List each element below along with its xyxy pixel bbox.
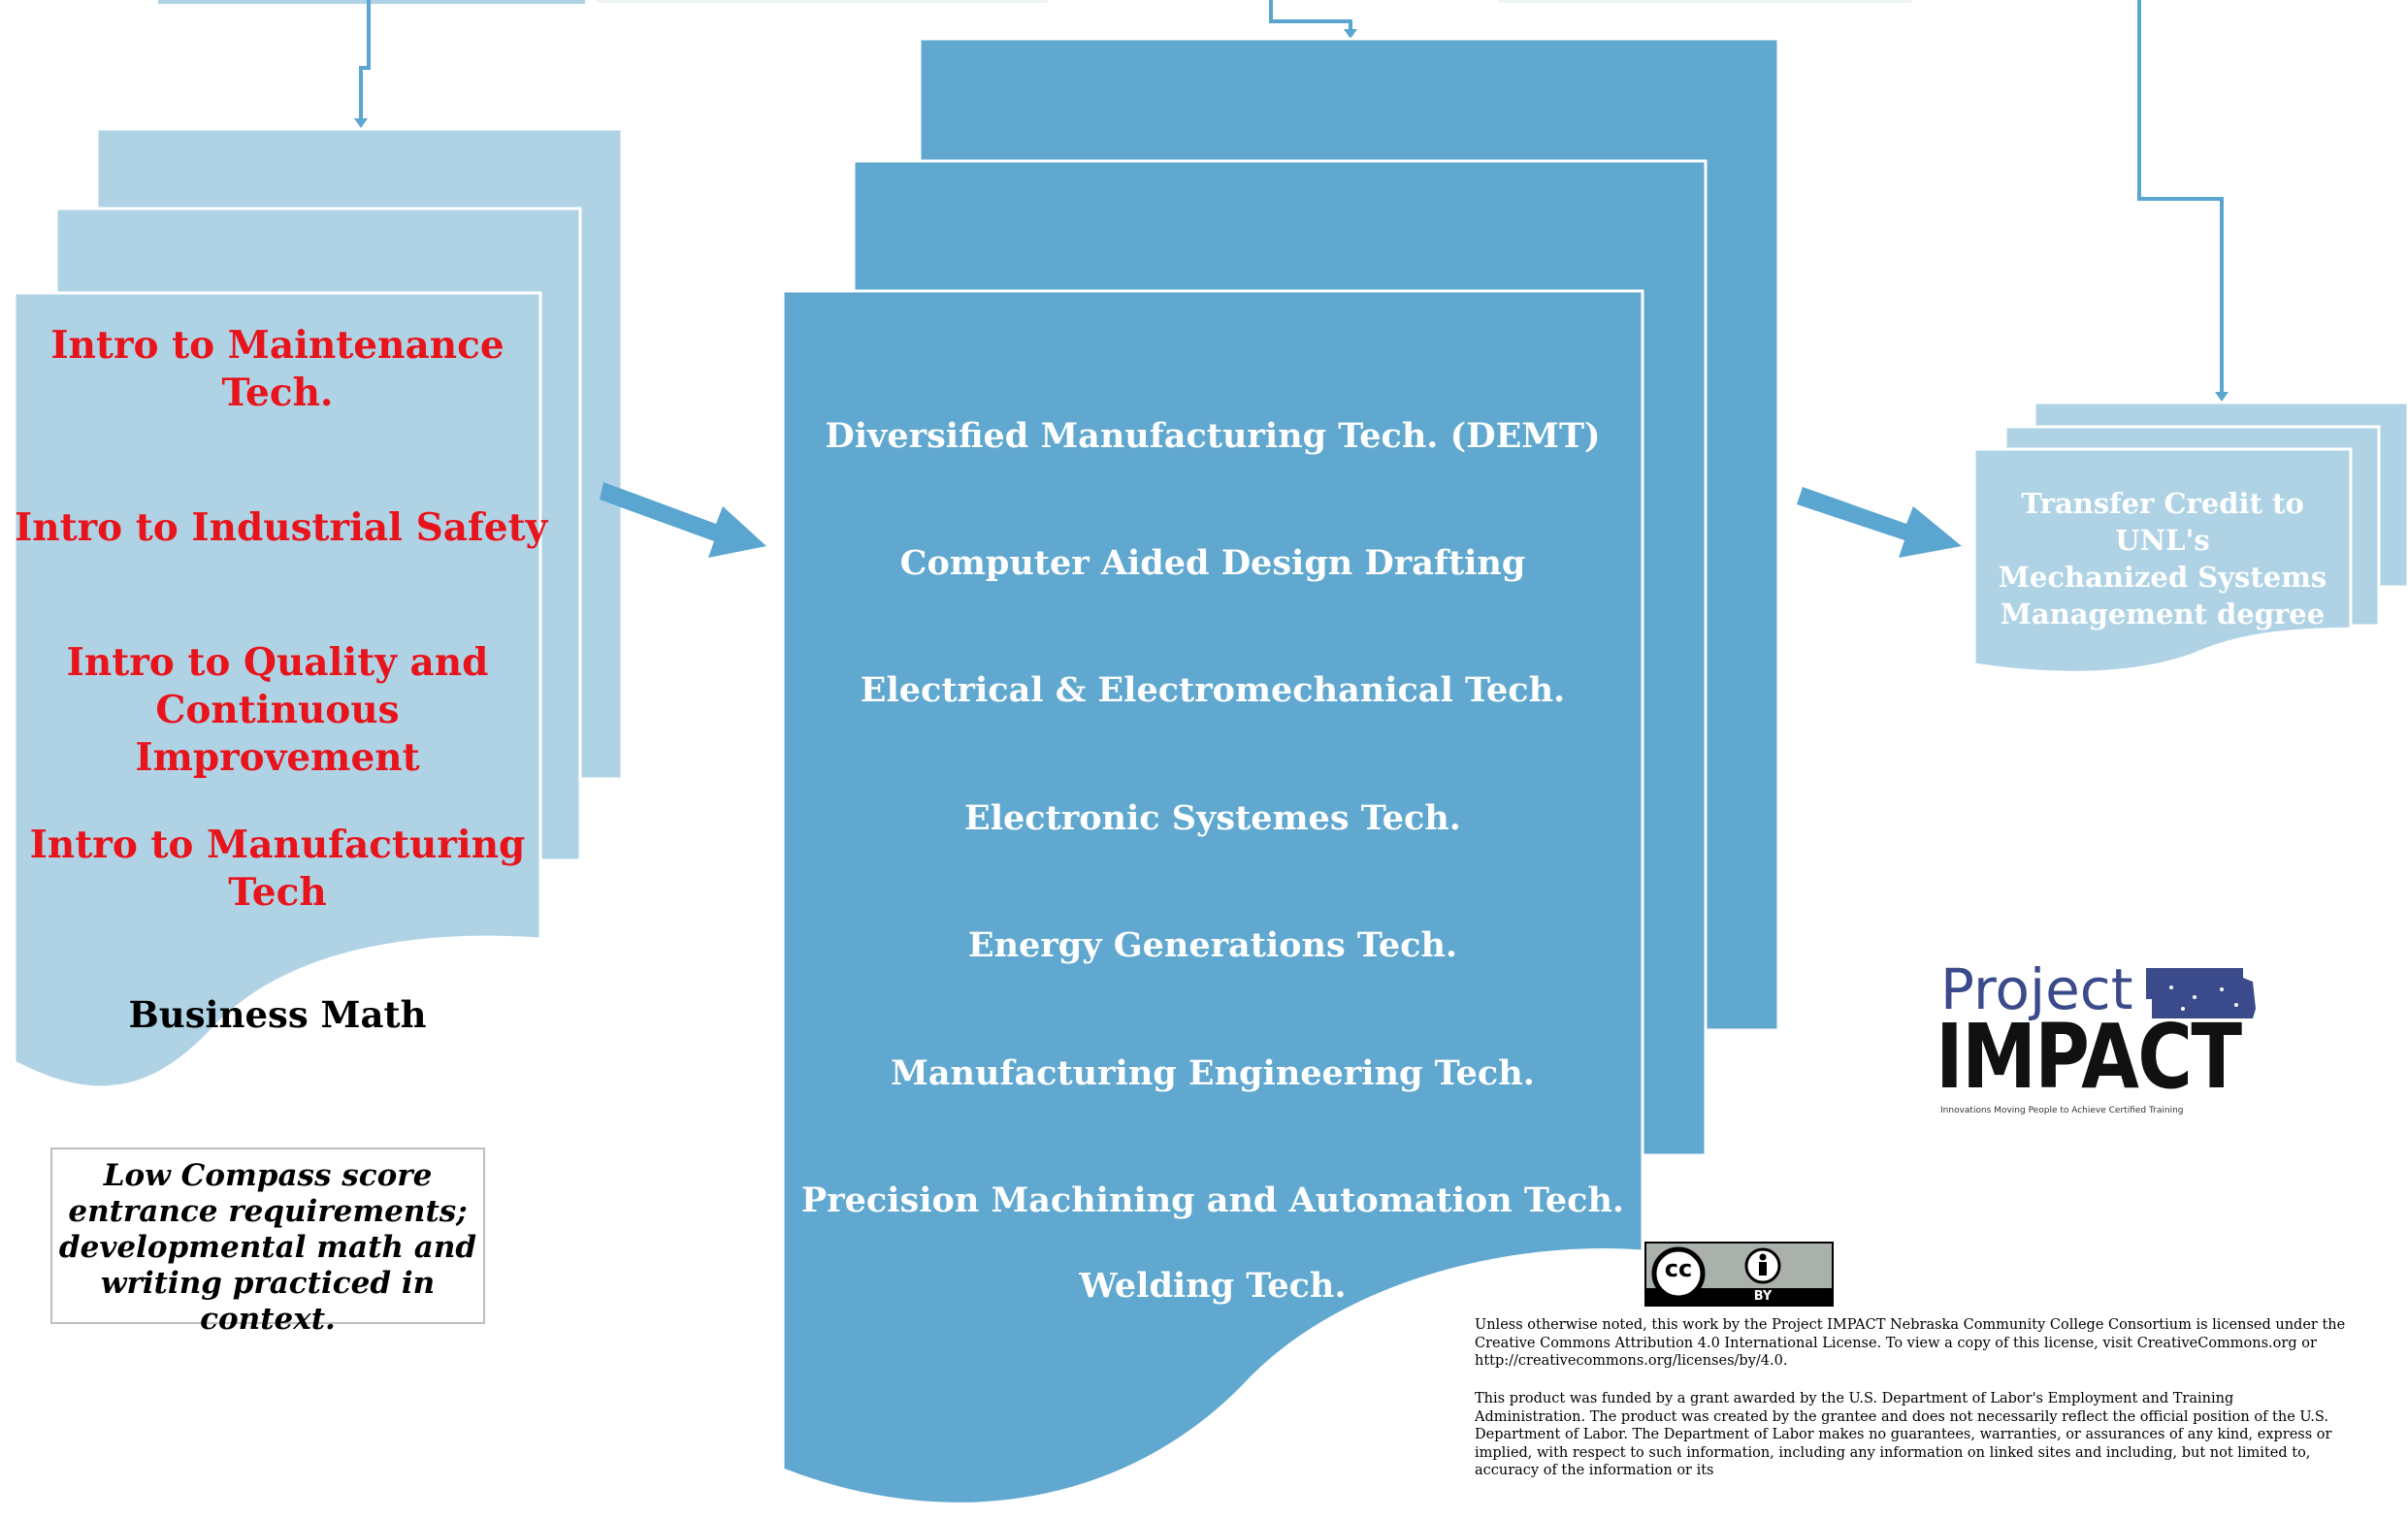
middle-stack: [781, 37, 1780, 1505]
middle-item-7: Precision Machining and Automation Tech.: [800, 1180, 1625, 1220]
logo-tagline: Innovations Moving People to Achieve Cer…: [1940, 1106, 2184, 1115]
logo-impact: IMPACT: [1936, 1005, 2242, 1109]
cc-icon: cc: [1664, 1255, 1693, 1282]
left-item-1: Intro to Maintenance Tech.: [50, 323, 504, 415]
cc-badge-graphic: [1646, 1246, 1832, 1305]
connector-top-left: [359, 0, 371, 122]
arrow-left-to-middle: [600, 482, 766, 558]
compass-note-text: Low Compass score entrance requirements;…: [58, 1158, 477, 1337]
left-item-4: Intro to Manufacturing Tech: [29, 823, 526, 915]
middle-item-4: Electronic Systemes Tech.: [964, 798, 1461, 838]
by-label: BY: [1753, 1289, 1773, 1304]
middle-item-1: Diversified Manufacturing Tech. (DEMT): [825, 416, 1601, 456]
right-stack: [1972, 401, 2408, 674]
license-paragraph-2: This product was funded by a grant award…: [1475, 1391, 2332, 1478]
middle-item-6: Manufacturing Engineering Tech.: [891, 1053, 1535, 1093]
middle-item-5: Energy Generations Tech.: [967, 925, 1458, 965]
connector-top-right: [2137, 0, 2224, 396]
nebraska-map-icon: [2146, 968, 2256, 1018]
transfer-credit-label: Transfer Credit to UNL's Mechanized Syst…: [1998, 487, 2327, 630]
business-math-label: Business Math: [128, 993, 427, 1036]
left-item-3: Intro to Quality and Continuous Improvem…: [66, 640, 489, 780]
cc-by-badge[interactable]: cc BY: [1644, 1242, 1834, 1307]
left-item-2: Intro to Industrial Safety: [15, 505, 548, 550]
license-paragraph-1: Unless otherwise noted, this work by the…: [1475, 1317, 2346, 1369]
connector-top-middle: [1269, 0, 1352, 33]
top-box-left: [158, 0, 585, 4]
middle-item-2: Computer Aided Design Drafting: [899, 543, 1526, 583]
left-stack: [13, 127, 624, 1089]
logo-project: Project: [1940, 956, 2133, 1022]
compass-note-box: [50, 1147, 485, 1324]
middle-item-8: Welding Tech.: [1079, 1266, 1347, 1306]
middle-item-3: Electrical & Electromechanical Tech.: [860, 670, 1566, 710]
arrow-middle-to-right: [1797, 487, 1962, 558]
